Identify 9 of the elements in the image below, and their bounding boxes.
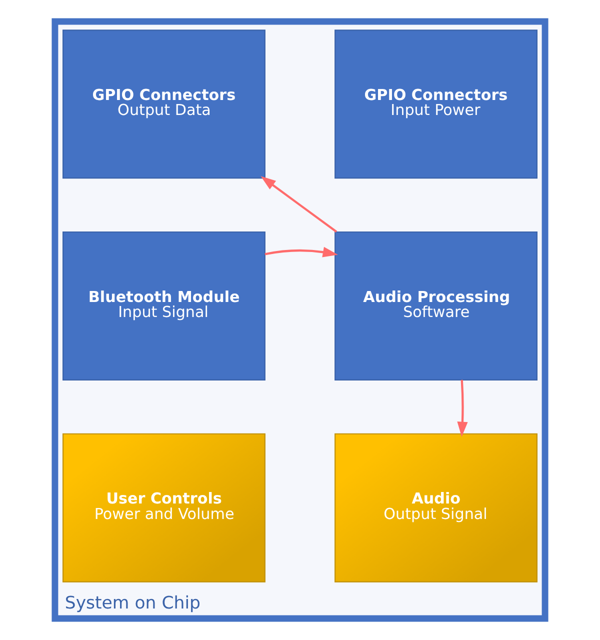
arrow [264, 246, 338, 258]
node-box: Audio Processing Software [334, 231, 538, 380]
arrow [260, 176, 338, 233]
node-box: GPIO Connectors Output Data [62, 30, 266, 179]
node-box: Bluetooth Module Input Signal [62, 231, 266, 380]
node-box: User Controls Power and Volume [62, 433, 266, 582]
node-box: GPIO Connectors Input Power [334, 30, 538, 179]
node-box: Audio Output Signal [334, 433, 538, 582]
arrow [457, 380, 468, 437]
